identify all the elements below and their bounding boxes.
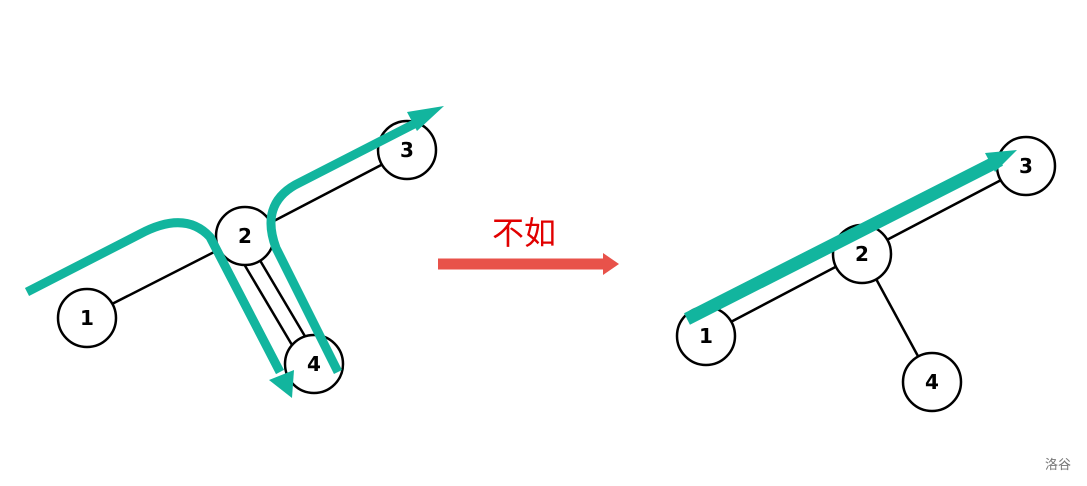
right-node-1-label: 1 — [699, 324, 713, 348]
left-path-a — [24, 218, 294, 398]
right-edge-2-3 — [861, 165, 1027, 255]
left-node-4-label: 4 — [307, 352, 321, 376]
left-edge-2-3 — [269, 161, 386, 225]
left-path-b-line — [266, 117, 421, 375]
left-edge-1-2 — [109, 246, 223, 307]
left-node-2: 2 — [214, 205, 276, 267]
right-tree: 1 2 3 4 — [675, 135, 1057, 413]
left-path-a-arrowhead — [269, 370, 294, 398]
left-path-b-arrowhead — [407, 106, 444, 131]
right-node-3: 3 — [995, 135, 1057, 197]
middle-arrow-head — [603, 253, 619, 275]
left-tree: 1 2 3 4 — [56, 119, 438, 395]
left-node-3-label: 3 — [400, 138, 414, 162]
left-node-1: 1 — [56, 287, 118, 349]
right-path — [684, 150, 1017, 325]
right-node-2-label: 2 — [855, 242, 869, 266]
left-path-a-line — [24, 218, 284, 375]
middle-label: 不如 — [492, 214, 556, 252]
right-node-3-label: 3 — [1019, 154, 1033, 178]
right-node-4-label: 4 — [925, 370, 939, 394]
right-path-line — [684, 154, 1003, 325]
right-path-arrowhead — [985, 150, 1017, 172]
watermark-text: 洛谷 — [1045, 458, 1071, 473]
left-path-b — [266, 106, 444, 375]
left-edge-2-4b — [256, 256, 308, 339]
middle-comparison: 不如 — [438, 214, 619, 275]
left-node-2-label: 2 — [238, 224, 252, 248]
right-node-4: 4 — [901, 351, 963, 413]
left-edge-2-4a — [242, 263, 294, 346]
left-node-1-label: 1 — [80, 306, 94, 330]
